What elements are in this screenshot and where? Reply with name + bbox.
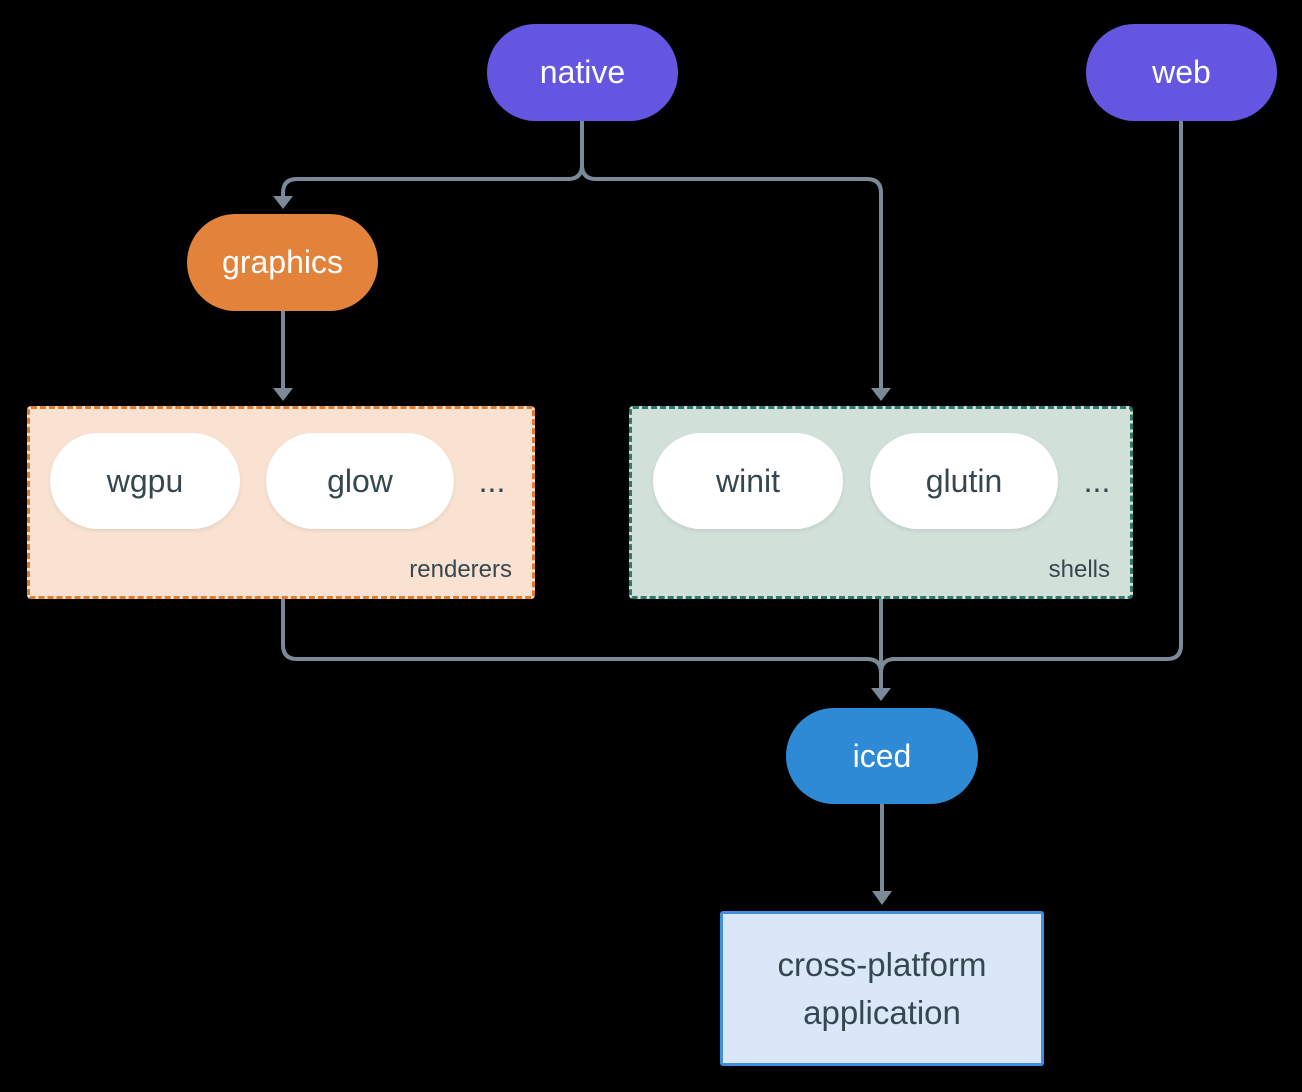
arrowhead-application: [872, 891, 892, 905]
pill-winit-label: winit: [715, 462, 780, 499]
node-web-label: web: [1152, 54, 1211, 90]
pill-winit: winit: [653, 433, 843, 529]
arrowhead-graphics: [273, 196, 293, 209]
pill-wgpu: wgpu: [50, 433, 240, 529]
node-graphics: graphics: [187, 214, 378, 311]
arrowhead-shells: [871, 388, 891, 401]
node-graphics-label: graphics: [222, 244, 343, 280]
application-label-line2: application: [803, 993, 961, 1031]
pill-glow: glow: [266, 433, 454, 529]
pill-glutin-label: glutin: [925, 462, 1003, 499]
arrowhead-iced: [871, 688, 891, 701]
renderers-ellipsis: ...: [478, 462, 506, 499]
arrowhead-renderers: [273, 388, 293, 401]
node-application: cross-platform application: [720, 911, 1044, 1066]
pill-wgpu-label: wgpu: [106, 462, 184, 499]
node-iced: iced: [786, 708, 978, 804]
node-native-label: native: [539, 54, 626, 90]
shells-caption: shells: [1048, 556, 1110, 583]
node-web: web: [1086, 24, 1277, 121]
renderers-caption: renderers: [409, 556, 512, 583]
node-native: native: [487, 24, 678, 121]
node-iced-label: iced: [852, 737, 912, 774]
connector-native-to-shells: [580, 163, 883, 392]
connector-native-to-graphics: [281, 163, 584, 200]
shells-ellipsis: ...: [1083, 462, 1111, 499]
shells-group: winit glutin ... shells: [629, 406, 1133, 599]
pill-glow-label: glow: [327, 462, 393, 499]
renderers-group: wgpu glow ... renderers: [27, 406, 535, 599]
connector-renderers-to-iced: [281, 598, 883, 675]
application-label-line1: cross-platform: [777, 945, 987, 983]
pill-glutin: glutin: [870, 433, 1058, 529]
